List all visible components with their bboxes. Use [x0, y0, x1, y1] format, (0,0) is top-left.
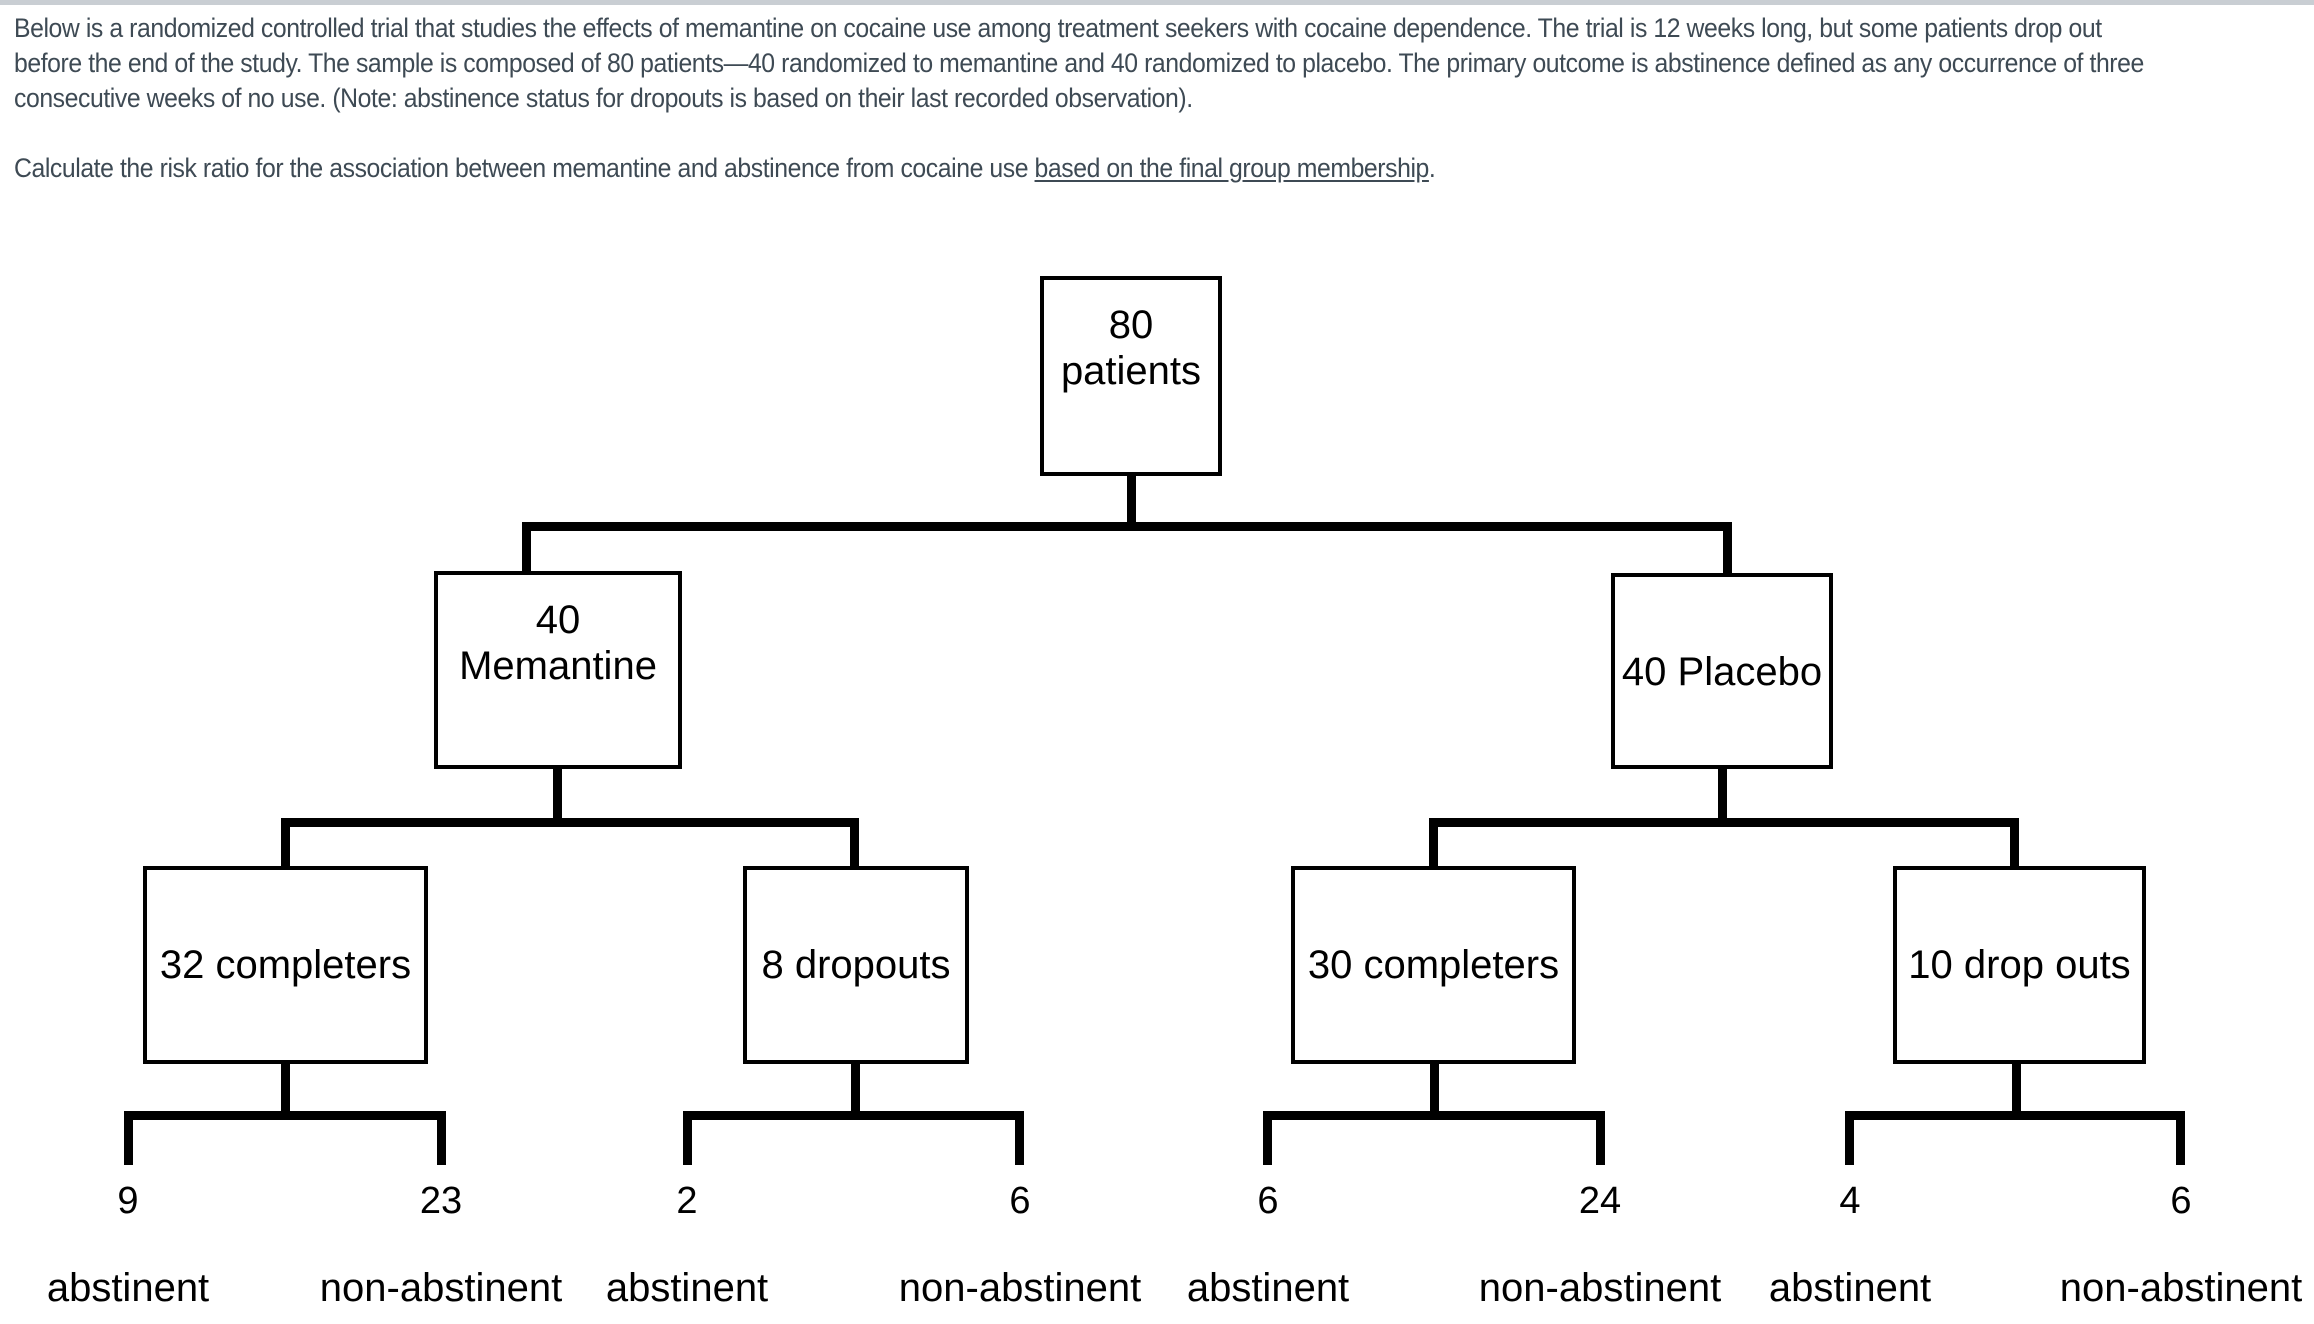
connector-leaf-horizontal-4	[1845, 1111, 2185, 1120]
connector-level1-horizontal	[522, 522, 1732, 531]
node-arm-memantine-line2: Memantine	[459, 644, 657, 688]
node-memantine-completers-label: 32 completers	[159, 943, 412, 987]
leaf-count-7: 4	[1839, 1180, 1861, 1222]
connector-leaf-drop-4b	[2176, 1111, 2185, 1165]
node-root-80-patients: 80 patients	[1040, 276, 1222, 476]
prose-paragraph-1: Below is a randomized controlled trial t…	[14, 13, 2144, 113]
connector-leaf-drop-1a	[124, 1111, 133, 1165]
leaf-count-4: 6	[1009, 1180, 1031, 1222]
leaf-count-8: 6	[2170, 1180, 2192, 1222]
connector-memantine-drop-dropouts	[850, 818, 859, 866]
connector-leaf-horizontal-3	[1263, 1111, 1605, 1120]
connector-leaf-drop-2a	[683, 1111, 692, 1165]
connector-placebo-drop-dropouts	[2010, 818, 2019, 866]
node-memantine-dropouts: 8 dropouts	[743, 866, 969, 1064]
connector-leaf-drop-1b	[437, 1111, 446, 1165]
leaf-label-5: abstinent	[1186, 1266, 1350, 1310]
leaf-label-1: abstinent	[46, 1266, 210, 1310]
connector-root-stem	[1127, 476, 1136, 530]
connector-level1-drop-memantine	[522, 522, 531, 574]
prose-paragraph-2-tail: .	[1428, 153, 1436, 183]
connector-leaf-drop-3a	[1263, 1111, 1272, 1165]
connector-placebo-level2-horizontal	[1429, 818, 2019, 827]
node-memantine-completers: 32 completers	[143, 866, 428, 1064]
connector-leaf-stem-3	[1430, 1064, 1439, 1115]
leaf-label-7: abstinent	[1768, 1266, 1932, 1310]
question-prose: Below is a randomized controlled trial t…	[14, 11, 2155, 186]
leaf-count-5: 6	[1257, 1180, 1279, 1222]
leaf-label-8: non-abstinent	[2059, 1266, 2303, 1310]
prose-paragraph-2: Calculate the risk ratio for the associa…	[14, 151, 2155, 186]
connector-leaf-drop-4a	[1845, 1111, 1854, 1165]
connector-level1-drop-placebo	[1723, 522, 1732, 576]
connector-memantine-level2-horizontal	[281, 818, 859, 827]
connector-leaf-horizontal-1	[124, 1111, 446, 1120]
node-placebo-dropouts-label: 10 drop outs	[1908, 943, 2131, 987]
node-placebo-completers: 30 completers	[1291, 866, 1576, 1064]
leaf-label-3: abstinent	[605, 1266, 769, 1310]
node-placebo-dropouts: 10 drop outs	[1893, 866, 2146, 1064]
leaf-label-6: non-abstinent	[1478, 1266, 1722, 1310]
connector-memantine-drop-completers	[281, 818, 290, 866]
connector-placebo-drop-completers	[1429, 818, 1438, 866]
node-arm-memantine-line1: 40	[535, 598, 581, 642]
node-arm-placebo-line1: 40 Placebo	[1621, 650, 1823, 694]
leaf-count-2: 23	[419, 1180, 463, 1222]
leaf-count-3: 2	[676, 1180, 698, 1222]
prose-paragraph-2-lead: Calculate the risk ratio for the associa…	[14, 153, 1035, 183]
connector-leaf-drop-2b	[1015, 1111, 1024, 1165]
leaf-label-4: non-abstinent	[898, 1266, 1142, 1310]
node-root-line1: 80	[1108, 303, 1154, 347]
connector-leaf-drop-3b	[1596, 1111, 1605, 1165]
trial-flow-diagram: 80 patients 40 Memantine 40 Placebo	[0, 5, 2314, 1324]
node-memantine-dropouts-label: 8 dropouts	[761, 943, 951, 987]
connector-leaf-horizontal-2	[683, 1111, 1024, 1120]
leaf-count-1: 9	[117, 1180, 139, 1222]
node-placebo-completers-label: 30 completers	[1307, 943, 1560, 987]
node-arm-placebo: 40 Placebo	[1611, 573, 1833, 769]
connector-leaf-stem-2	[851, 1064, 860, 1115]
node-arm-memantine: 40 Memantine	[434, 571, 682, 769]
connector-leaf-stem-1	[281, 1064, 290, 1115]
connector-memantine-stem	[553, 769, 562, 822]
prose-underlined-phrase: based on the final group membership	[1034, 153, 1430, 183]
node-root-line2: patients	[1060, 349, 1202, 393]
connector-leaf-stem-4	[2012, 1064, 2021, 1115]
connector-placebo-stem	[1718, 769, 1727, 822]
leaf-label-2: non-abstinent	[319, 1266, 563, 1310]
leaf-count-6: 24	[1578, 1180, 1622, 1222]
